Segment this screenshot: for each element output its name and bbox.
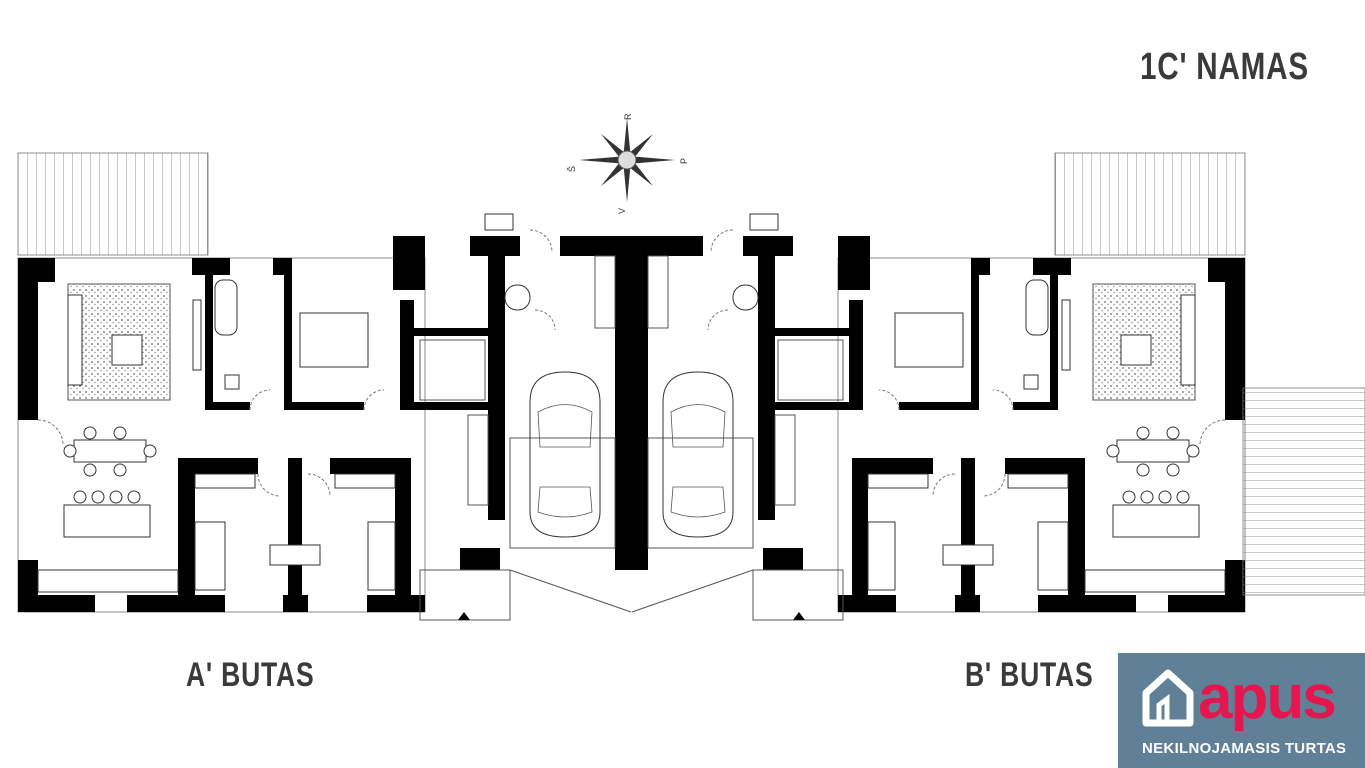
unit-b-label: B' BUTAS <box>965 656 1094 694</box>
building-title: 1C' NAMAS <box>1140 46 1309 88</box>
compass-rose-icon: R Š P V <box>567 113 689 214</box>
compass-north: R <box>623 113 633 120</box>
unit-a-label: A' BUTAS <box>186 656 315 694</box>
compass-south: V <box>617 208 627 214</box>
logo-tagline: NEKILNOJAMASIS TURTAS <box>1142 740 1347 757</box>
deck-b <box>1242 387 1365 596</box>
house-icon <box>1142 669 1194 727</box>
compass-west: Š <box>567 166 577 172</box>
compass-east: P <box>679 158 689 164</box>
logo-brand: apus <box>1198 663 1337 732</box>
apus-logo: apus NEKILNOJAMASIS TURTAS <box>1118 653 1365 768</box>
